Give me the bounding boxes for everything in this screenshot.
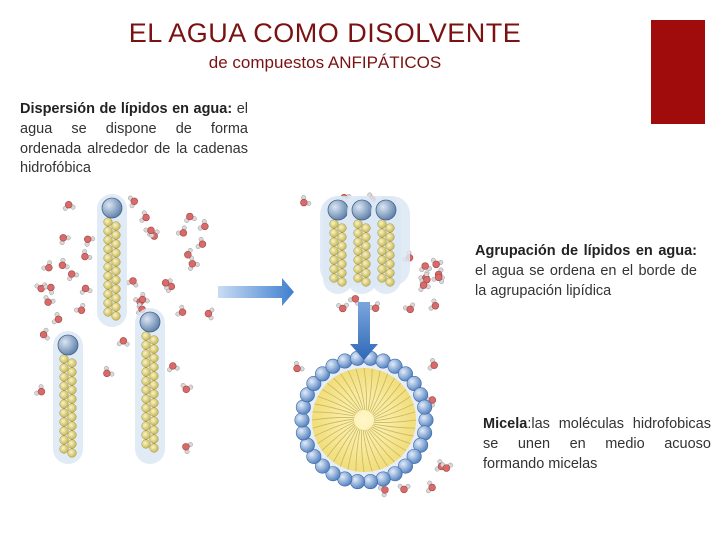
water-molecule-icon <box>74 302 86 314</box>
water-molecule-icon <box>41 260 53 272</box>
water-molecule-icon <box>419 272 431 284</box>
water-molecule-icon <box>204 307 215 321</box>
water-molecule-icon <box>182 442 193 455</box>
water-molecule-icon <box>418 281 431 292</box>
water-molecule-icon <box>175 225 188 237</box>
water-molecule-icon <box>440 462 453 472</box>
water-molecule-icon <box>161 278 173 291</box>
water-molecule-icon <box>425 480 436 494</box>
water-molecules <box>34 192 453 498</box>
water-molecule-icon <box>58 257 70 270</box>
water-molecule-icon <box>127 195 138 209</box>
water-molecule-icon <box>428 298 440 311</box>
water-molecule-icon <box>84 235 96 247</box>
water-molecule-icon <box>195 236 207 250</box>
caption-dispersion-text: el agua se dispone de forma ordenada alr… <box>20 101 248 177</box>
water-molecule-icon <box>62 201 76 211</box>
caption-agrupacion-bold: Agrupación de lípidos en agua: <box>475 243 697 259</box>
water-molecule-icon <box>184 247 194 261</box>
lipid-icon <box>323 196 353 294</box>
water-molecule-icon <box>138 292 150 304</box>
water-molecule-icon <box>103 365 115 378</box>
water-molecule-icon <box>59 234 71 246</box>
caption-agrupacion-text: el agua se ordena en el borde de la agru… <box>475 262 697 299</box>
caption-dispersion-bold: Dispersión de lípidos en agua: <box>20 101 233 117</box>
water-molecule-icon <box>180 383 194 394</box>
water-molecule-icon <box>143 226 155 238</box>
water-molecule-icon <box>397 483 411 494</box>
water-molecule-icon <box>139 210 150 223</box>
water-molecule-icon <box>197 218 209 231</box>
slide-title: EL AGUA COMO DISOLVENTE <box>128 18 522 48</box>
water-molecule-icon <box>430 257 444 269</box>
water-molecule-icon <box>431 273 444 284</box>
water-molecule-icon <box>125 277 139 288</box>
lipid-icon <box>371 196 401 294</box>
water-molecule-icon <box>377 485 389 498</box>
caption-micela-text: :las moléculas hidrofobicas se unen en m… <box>483 416 711 472</box>
water-molecule-icon <box>51 312 63 325</box>
water-molecule-icon <box>175 304 187 317</box>
caption-agrupacion: Agrupación de lípidos en agua: el agua s… <box>475 242 697 301</box>
water-molecule-icon <box>419 262 432 273</box>
water-molecule-icon <box>188 260 200 271</box>
caption-micela-bold: Micela <box>483 416 528 432</box>
lipid-icon <box>347 196 377 294</box>
water-molecule-icon <box>336 302 349 313</box>
water-molecule-icon <box>167 362 180 373</box>
lipid-molecules <box>53 194 410 464</box>
caption-micela: Micela:las moléculas hidrofobicas se une… <box>483 415 711 474</box>
water-molecule-icon <box>79 284 93 295</box>
water-molecule-icon <box>34 384 46 396</box>
water-molecule-icon <box>39 327 50 341</box>
water-molecule-icon <box>402 302 416 314</box>
arrow-down-icon <box>350 302 378 360</box>
lipid-icon <box>53 331 83 464</box>
lipid-icon <box>97 194 127 327</box>
water-molecule-icon <box>116 337 130 347</box>
water-molecule-icon <box>81 249 93 261</box>
water-molecule-icon <box>293 361 305 373</box>
water-molecule-icon <box>43 283 55 295</box>
water-molecule-icon <box>300 195 312 207</box>
water-molecule-icon <box>427 358 438 371</box>
lipid-cluster <box>320 196 410 294</box>
lipid-icon <box>135 308 165 464</box>
water-molecule-icon <box>368 301 381 312</box>
caption-dispersion: Dispersión de lípidos en agua: el agua s… <box>20 100 248 179</box>
slide-subtitle: de compuestos ANFIPÁTICOS <box>208 53 442 72</box>
water-molecule-icon <box>67 270 80 282</box>
micelle <box>294 350 434 490</box>
water-molecule-icon <box>184 212 197 223</box>
arrow-right-icon <box>218 278 294 306</box>
accent-bar <box>651 20 705 124</box>
water-molecule-icon <box>43 295 56 306</box>
